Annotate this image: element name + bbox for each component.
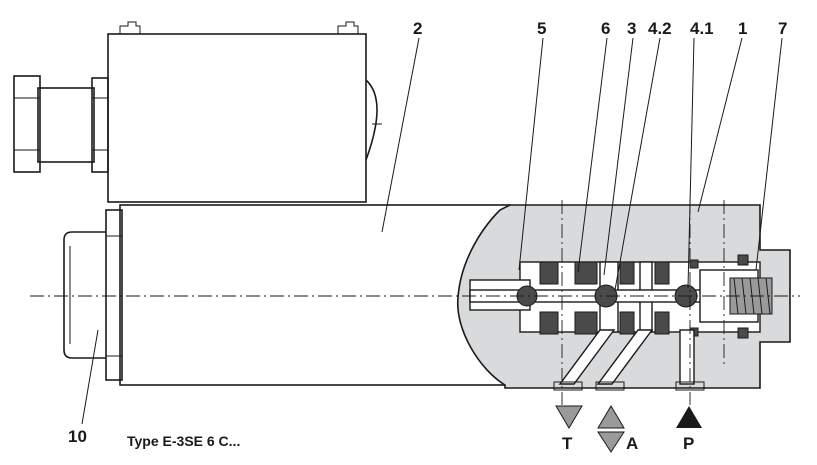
port-t-arrow-icon xyxy=(555,405,583,429)
port-channels xyxy=(553,329,705,391)
port-symbols xyxy=(555,405,702,453)
callout-1: 1 xyxy=(738,19,747,38)
callout-2: 2 xyxy=(413,19,422,38)
callout-4-1: 4.1 xyxy=(690,19,714,38)
callout-5: 5 xyxy=(537,19,546,38)
centre-lines xyxy=(30,200,800,405)
port-a-up-arrow-icon xyxy=(597,405,625,429)
port-label-p: P xyxy=(683,434,694,453)
callout-10: 10 xyxy=(68,427,87,446)
callout-6: 6 xyxy=(601,19,610,38)
plug-connector xyxy=(13,21,382,203)
solenoid-housing xyxy=(105,204,511,386)
valve-internals xyxy=(469,254,773,339)
leader-lines xyxy=(81,37,783,425)
port-p-arrow-icon xyxy=(676,406,702,428)
callout-7: 7 xyxy=(778,19,787,38)
port-label-a: A xyxy=(626,434,638,453)
manual-override-cap xyxy=(63,231,106,359)
type-caption: Type E-3SE 6 C... xyxy=(127,433,240,449)
port-label-t: T xyxy=(562,434,573,453)
callout-4-2: 4.2 xyxy=(648,19,672,38)
callout-3: 3 xyxy=(627,19,636,38)
port-a-down-arrow-icon xyxy=(597,431,625,453)
